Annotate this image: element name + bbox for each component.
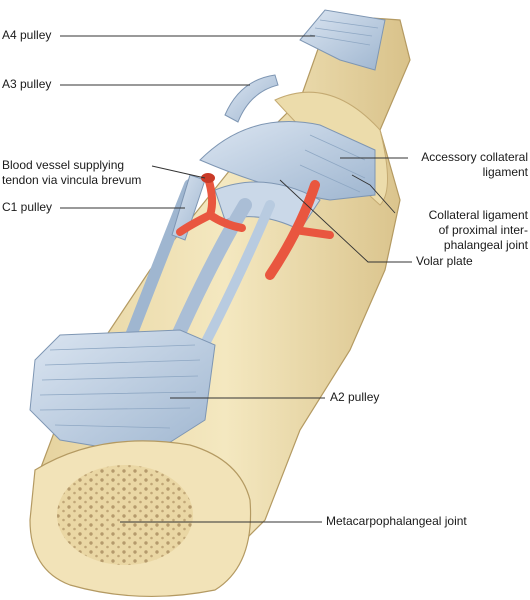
collateral-ligament-shape (199, 121, 376, 201)
label-c1-pulley: C1 pulley (2, 200, 53, 214)
cut-bone-surface (29, 440, 252, 597)
label-accessory-collateral-ligament: Accessory collateral ligament (421, 150, 528, 179)
label-a4-pulley: A4 pulley (2, 28, 52, 42)
a3-pulley-shape (224, 74, 279, 123)
label-metacarpophalangeal-joint: Metacarpophalangeal joint (326, 514, 467, 528)
c1-pulley-shape (171, 174, 206, 241)
label-blood-vessel: Blood vessel supplying tendon via vincul… (2, 158, 142, 187)
a2-pulley-shape (29, 329, 216, 456)
leader-lines (60, 35, 412, 523)
label-a3-pulley: A3 pulley (2, 77, 52, 91)
blood-vessels (176, 173, 334, 280)
label-collateral-ligament: Collateral ligament of proximal inter- p… (428, 208, 528, 252)
label-a2-pulley: A2 pulley (330, 390, 380, 404)
label-volar-plate: Volar plate (416, 254, 473, 268)
a4-pulley-shape (299, 9, 386, 71)
